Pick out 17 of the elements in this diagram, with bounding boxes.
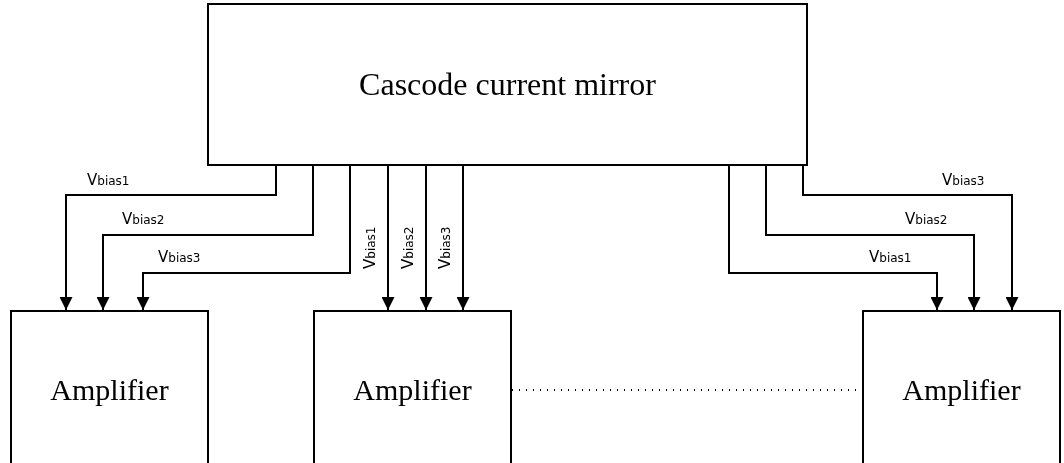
arrow	[728, 165, 944, 311]
arrow	[96, 165, 314, 311]
arrow	[765, 165, 981, 311]
block-box	[10, 310, 209, 463]
arrow	[456, 165, 470, 311]
block-box	[313, 310, 512, 463]
arrow	[419, 165, 433, 311]
block-box	[862, 310, 1061, 463]
block-label: Cascode current mirror	[359, 66, 656, 103]
arrow	[136, 165, 351, 311]
arrow	[59, 165, 277, 311]
block-label: Amplifier	[902, 373, 1021, 407]
arrow	[802, 165, 1019, 311]
arrow	[381, 165, 395, 311]
block-label: Amplifier	[50, 373, 169, 407]
block-box	[207, 3, 808, 166]
block-label: Amplifier	[353, 373, 472, 407]
